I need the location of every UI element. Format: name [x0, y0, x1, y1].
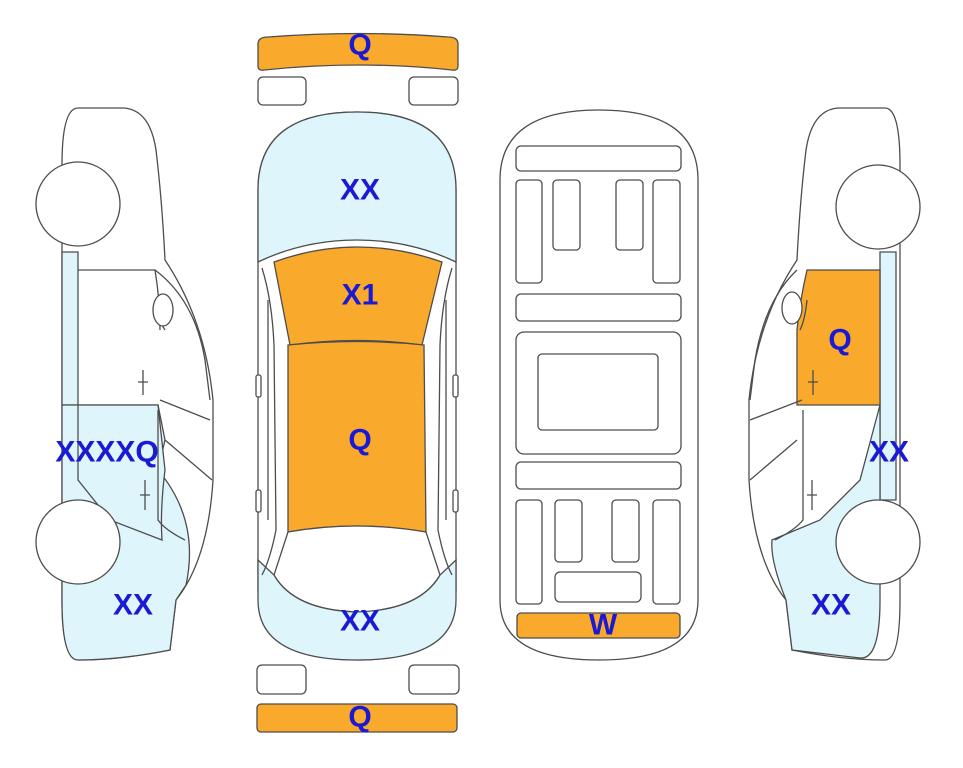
underbody-rear-panel[interactable]: [516, 612, 681, 639]
front-bumper-label: Q: [348, 29, 371, 62]
rear-right-light: [408, 664, 460, 695]
right-front-wheel: [835, 164, 921, 250]
hood-panel[interactable]: [257, 111, 457, 264]
trunk-label: XX: [340, 605, 380, 638]
right-rear-quarter-panel[interactable]: [771, 404, 881, 659]
trunk-panel[interactable]: [257, 558, 457, 661]
underbody-view: [499, 109, 699, 661]
underbody-rear-label: W: [589, 609, 618, 642]
right-side-view: [748, 107, 921, 661]
rear-bumper-label: Q: [348, 701, 371, 734]
right-side-label: XX: [869, 436, 909, 469]
roof-label: Q: [348, 424, 371, 457]
left-side-strip-panel[interactable]: [61, 251, 79, 406]
top-view: [255, 32, 460, 733]
front-right-light: [408, 76, 459, 106]
windshield-label: X1: [342, 279, 379, 312]
hood-label: XX: [340, 174, 380, 207]
front-bumper-panel[interactable]: [257, 32, 459, 71]
left-rear-quarter-label: XX: [113, 589, 153, 622]
left-side-view: [35, 107, 214, 661]
right-rear-quarter-label: XX: [811, 589, 851, 622]
rear-left-light: [256, 664, 307, 695]
right-front-door-label: Q: [828, 324, 851, 357]
left-front-wheel: [35, 161, 121, 247]
front-left-light: [257, 76, 307, 106]
rear-bumper-panel[interactable]: [256, 703, 458, 733]
windshield-panel[interactable]: [273, 246, 443, 346]
left-side-label: XXXXQ: [55, 436, 158, 469]
left-rear-wheel: [35, 499, 121, 585]
right-rear-wheel: [835, 499, 921, 585]
